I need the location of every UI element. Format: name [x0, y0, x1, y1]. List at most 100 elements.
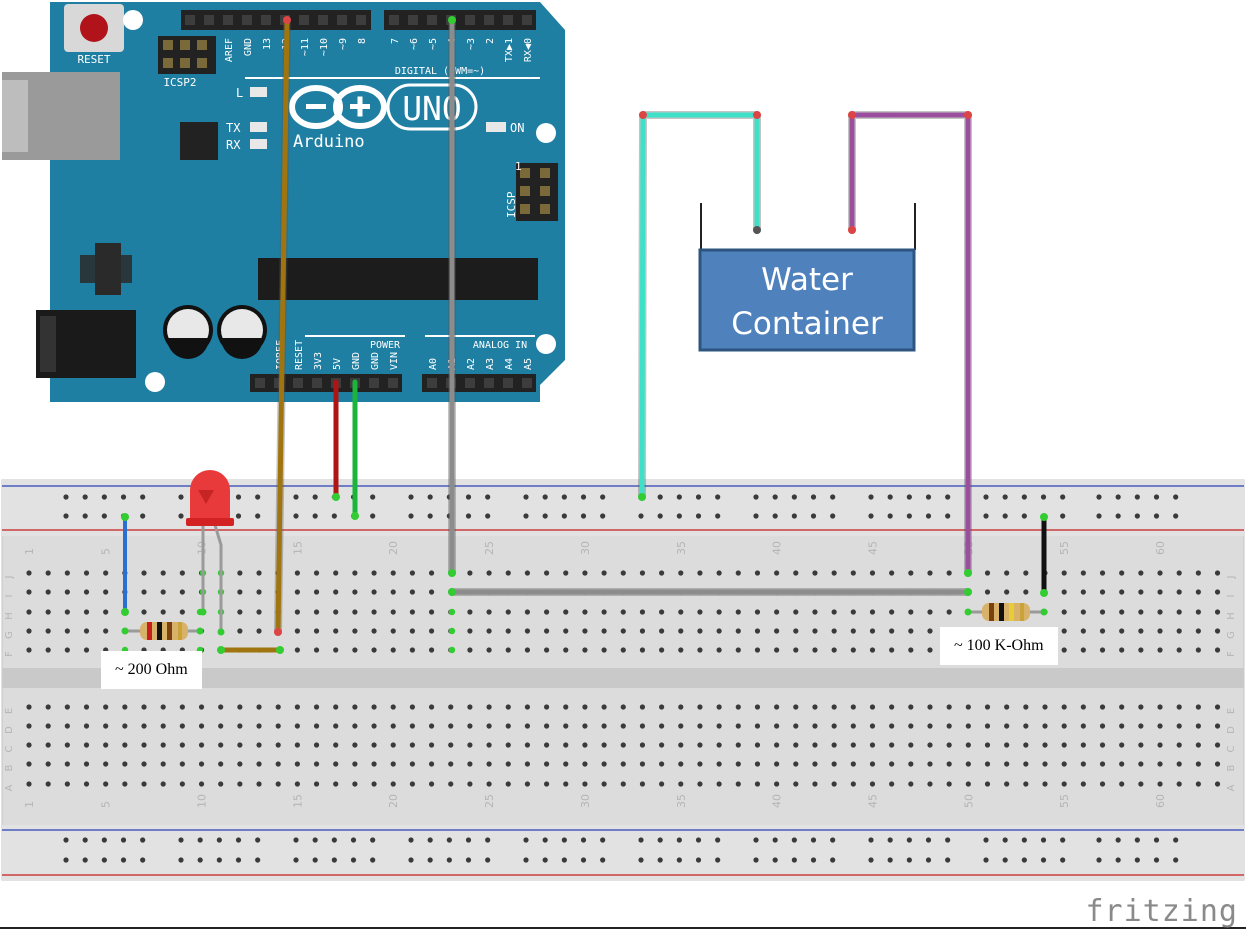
breadboard-hole: [869, 609, 876, 615]
breadboard-hole: [1195, 570, 1201, 576]
water-container: Water Container: [698, 203, 916, 352]
breadboard-hole: [676, 837, 682, 843]
breadboard-hole: [352, 609, 358, 615]
breadboard-hole: [371, 628, 377, 634]
breadboard-hole: [812, 628, 818, 634]
breadboard-hole: [582, 742, 588, 748]
breadboard-hole: [505, 647, 511, 653]
breadboard-hole: [984, 570, 991, 576]
header-pin-label: ~9: [338, 38, 349, 50]
breadboard-hole: [735, 742, 741, 748]
breadboard-hole: [1195, 742, 1201, 748]
breadboard-hole: [697, 570, 703, 576]
breadboard-hole: [601, 742, 607, 748]
breadboard-hole: [1004, 704, 1010, 710]
breadboard-hole: [313, 628, 320, 634]
icsp-header: [516, 163, 558, 221]
breadboard-hole: [793, 609, 799, 615]
breadboard-hole: [735, 704, 741, 710]
breadboard-hole: [83, 704, 90, 710]
breadboard-hole: [1119, 761, 1125, 767]
header-pin-label: ~5: [428, 38, 439, 50]
breadboard-hole: [659, 570, 665, 576]
breadboard-hole: [946, 723, 952, 729]
breadboard-hole: [83, 609, 90, 615]
breadboard-hole: [370, 857, 376, 863]
breadboard-hole: [716, 704, 722, 710]
breadboard-hole: [237, 704, 243, 710]
breadboard-hole: [791, 837, 797, 843]
breadboard-hole: [179, 723, 185, 729]
analog-header: [422, 374, 536, 392]
breadboard-hole: [179, 589, 185, 595]
breadboard-hole: [735, 570, 741, 576]
breadboard-hole: [1004, 723, 1010, 729]
breadboard-hole: [160, 761, 166, 767]
column-number: 35: [675, 541, 688, 555]
breadboard-hole: [945, 494, 951, 500]
breadboard-hole: [1061, 647, 1067, 653]
breadboard-hole: [1176, 589, 1182, 595]
column-number: 40: [771, 541, 784, 555]
breadboard-hole: [45, 589, 51, 595]
breadboard-hole: [1138, 723, 1144, 729]
breadboard-hole: [255, 857, 261, 863]
breadboard-hole: [1096, 837, 1102, 843]
row-letter: G: [4, 631, 15, 639]
breadboard-hole: [160, 570, 166, 576]
connected-hole: [448, 608, 456, 616]
breadboard-hole: [1134, 513, 1140, 519]
header-pin-label: GND: [370, 352, 381, 370]
breadboard-hole: [1099, 761, 1106, 767]
breadboard-hole: [908, 628, 914, 634]
header-pin-label: 2: [485, 38, 496, 44]
breadboard-hole: [446, 857, 452, 863]
header-pin-label: 5V: [332, 358, 343, 370]
breadboard-hole: [676, 857, 682, 863]
breadboard-hole: [237, 609, 243, 615]
header-pin-label: 8: [357, 38, 368, 44]
breadboard-hole: [925, 494, 932, 500]
breadboard-hole: [908, 723, 914, 729]
breadboard-hole: [678, 570, 684, 576]
breadboard-hole: [582, 761, 588, 767]
breadboard-hole: [695, 857, 702, 863]
breadboard-hole: [774, 647, 780, 653]
breadboard-hole: [64, 589, 70, 595]
breadboard-hole: [409, 628, 415, 634]
breadboard-hole: [1080, 781, 1086, 787]
breadboard-hole: [983, 837, 989, 843]
breadboard-hole: [218, 704, 224, 710]
breadboard-hole: [620, 609, 626, 615]
breadboard-hole: [754, 742, 761, 748]
breadboard-hole: [1134, 857, 1140, 863]
row-letter: F: [4, 651, 15, 657]
breadboard-hole: [580, 857, 587, 863]
breadboard-hole: [543, 723, 550, 729]
breadboard-hole: [82, 837, 88, 843]
breadboard-hole: [601, 609, 607, 615]
breadboard-hole: [850, 628, 856, 634]
breadboard-hole: [523, 494, 529, 500]
resistor-100k-ohm-label: ~ 100 K-Ohm: [940, 627, 1058, 665]
breadboard-hole: [64, 742, 70, 748]
breadboard-hole: [313, 723, 320, 729]
breadboard-hole: [543, 609, 550, 615]
breadboard-hole: [523, 857, 529, 863]
breadboard-hole: [1153, 494, 1160, 500]
breadboard-hole: [791, 857, 797, 863]
breadboard-hole: [1040, 837, 1047, 843]
column-number: 1: [23, 548, 36, 555]
breadboard-hole: [1195, 723, 1201, 729]
breadboard-hole: [715, 837, 721, 843]
breadboard-hole: [563, 570, 569, 576]
row-letter: F: [1226, 651, 1237, 657]
column-number: 20: [387, 794, 400, 808]
breadboard-hole: [352, 742, 358, 748]
brand-label: Arduino: [293, 132, 365, 152]
row-letter: A: [4, 784, 15, 791]
breadboard-hole: [1214, 647, 1221, 653]
breadboard-hole: [1138, 628, 1144, 634]
breadboard-hole: [965, 704, 971, 710]
breadboard-hole: [179, 742, 185, 748]
